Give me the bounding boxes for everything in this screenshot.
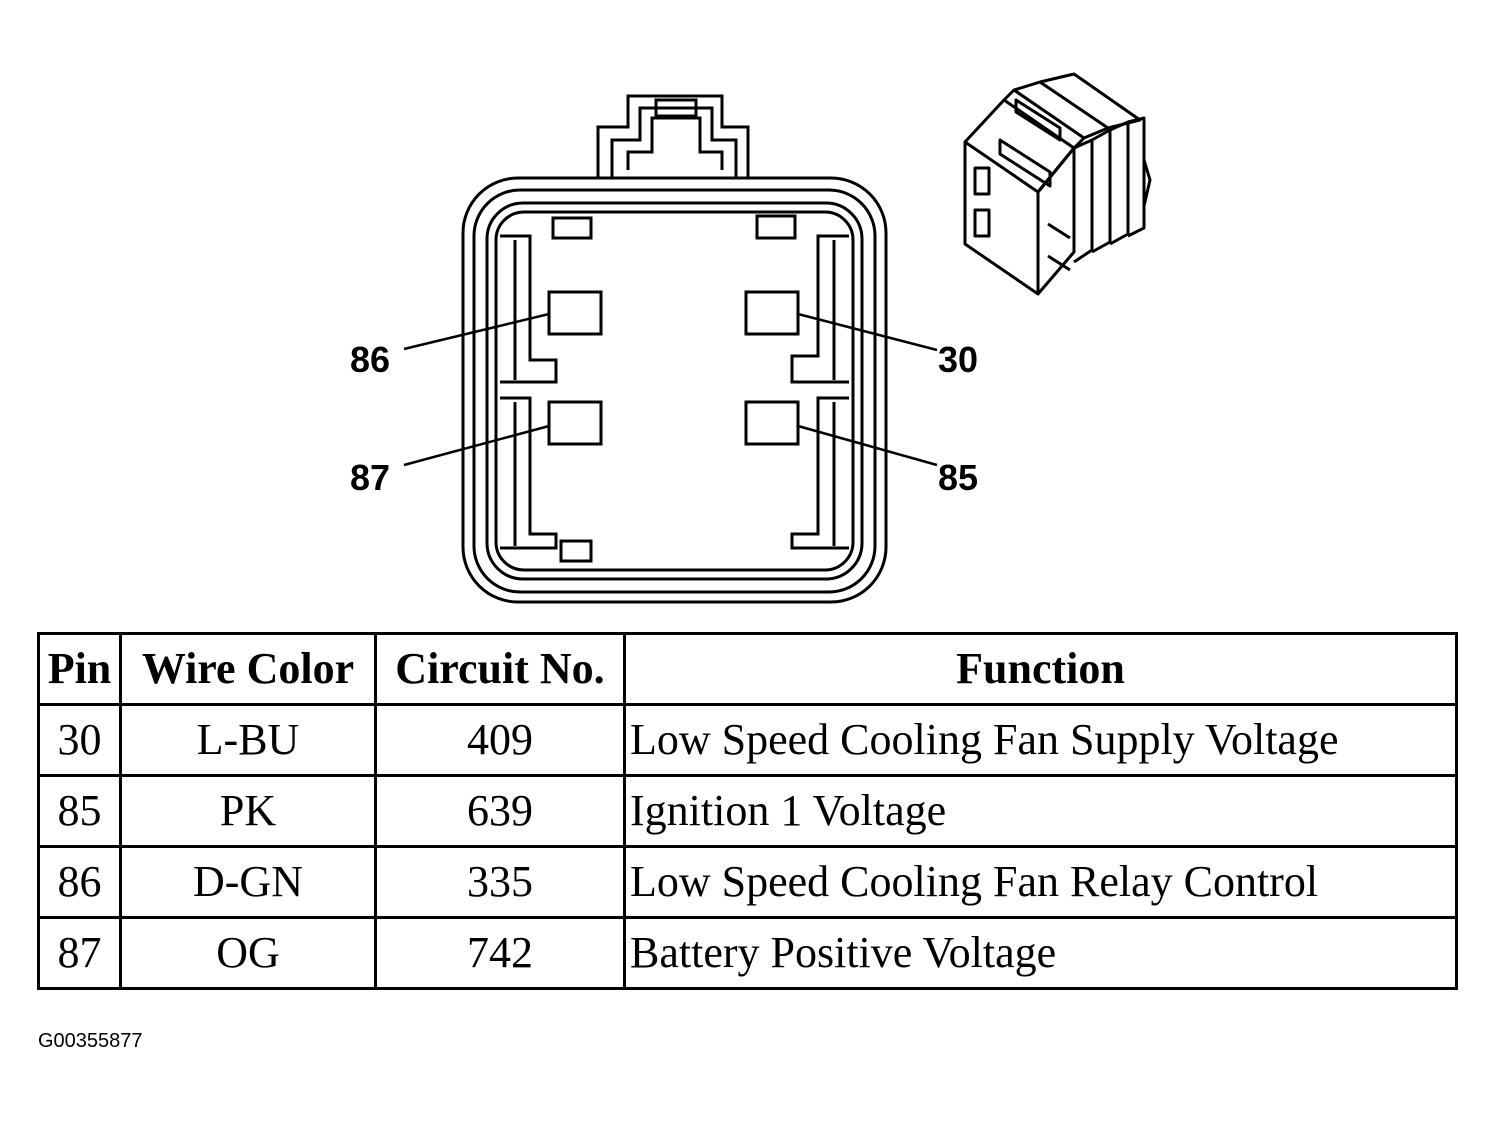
cell-circuit-no: 335 — [374, 845, 626, 919]
connector-diagram: 86 30 87 85 — [350, 72, 1152, 604]
cell-pin: 30 — [37, 703, 122, 777]
connector-face-view — [461, 94, 888, 604]
cell-circuit-no: 639 — [374, 774, 626, 848]
cell-pin: 86 — [37, 845, 122, 919]
cell-pin: 85 — [37, 774, 122, 848]
cell-pin: 87 — [37, 916, 122, 990]
pin-label-30: 30 — [938, 339, 978, 380]
cell-circuit-no: 742 — [374, 916, 626, 990]
figure-id-label: G00355877 — [38, 1030, 143, 1052]
cell-function: Low Speed Cooling Fan Supply Voltage — [623, 703, 1458, 777]
pin-label-86: 86 — [350, 339, 390, 380]
cell-wire-color: PK — [119, 774, 377, 848]
cell-function: Battery Positive Voltage — [623, 916, 1458, 990]
header-circuit-no: Circuit No. — [374, 632, 626, 706]
pin-86-cavity — [547, 290, 603, 336]
table-row: 85 PK 639 Ignition 1 Voltage — [37, 774, 1458, 848]
cell-wire-color: OG — [119, 916, 377, 990]
pin-87-cavity — [547, 400, 603, 446]
cell-wire-color: L-BU — [119, 703, 377, 777]
pin-30-cavity — [744, 290, 800, 336]
header-function: Function — [623, 632, 1458, 706]
table-header-row: Pin Wire Color Circuit No. Function — [37, 632, 1458, 706]
pin-85-cavity — [744, 400, 800, 446]
cell-function: Ignition 1 Voltage — [623, 774, 1458, 848]
header-pin: Pin — [37, 632, 122, 706]
pin-label-87: 87 — [350, 457, 390, 498]
table-row: 30 L-BU 409 Low Speed Cooling Fan Supply… — [37, 703, 1458, 777]
pin-leader-lines — [403, 312, 938, 467]
connector-isometric-view — [963, 72, 1152, 296]
header-wire-color: Wire Color — [119, 632, 377, 706]
table-row: 87 OG 742 Battery Positive Voltage — [37, 916, 1458, 990]
cell-circuit-no: 409 — [374, 703, 626, 777]
pin-function-table: Pin Wire Color Circuit No. Function 30 L… — [37, 632, 1458, 990]
table-row: 86 D-GN 335 Low Speed Cooling Fan Relay … — [37, 845, 1458, 919]
pin-label-85: 85 — [938, 457, 978, 498]
cell-function: Low Speed Cooling Fan Relay Control — [623, 845, 1458, 919]
cell-wire-color: D-GN — [119, 845, 377, 919]
